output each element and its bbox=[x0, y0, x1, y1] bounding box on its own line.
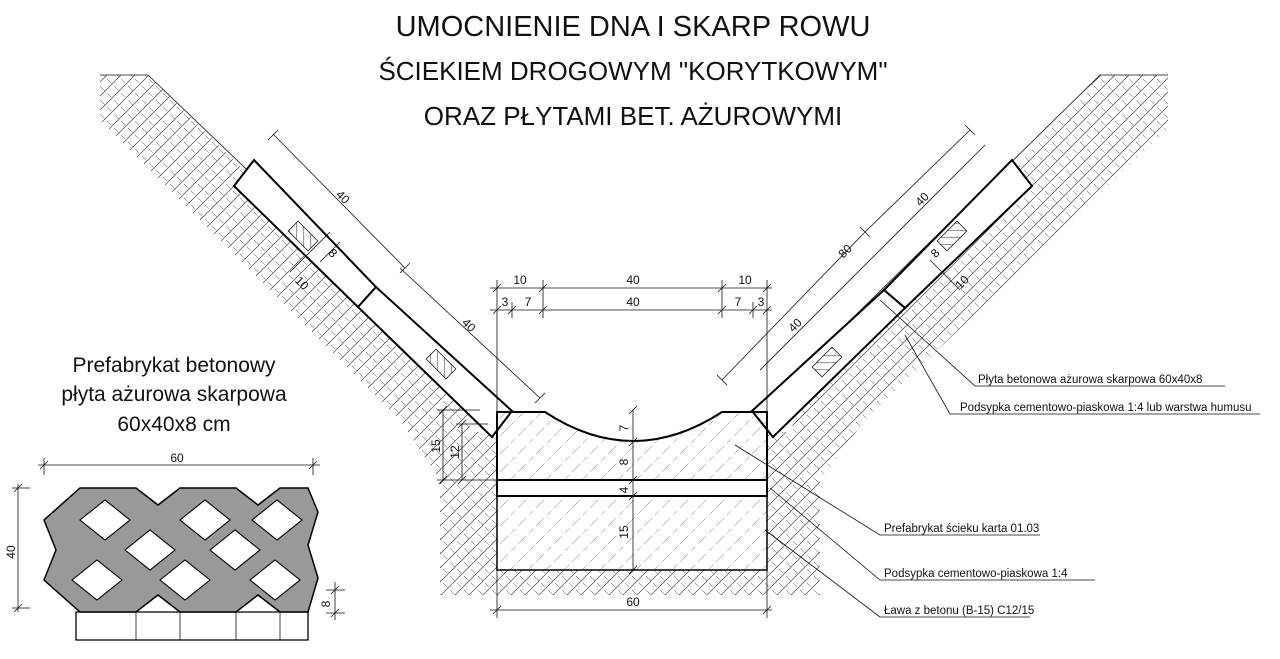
dim-vert-8: 8 bbox=[617, 458, 631, 465]
dim-right-slope-80: 80 bbox=[835, 241, 855, 261]
dim-sub-right-3: 3 bbox=[758, 295, 765, 309]
panel-title-line-3: 60x40x8 cm bbox=[117, 413, 230, 436]
right-slope-plates bbox=[750, 158, 1034, 439]
dim-right-slope-40a: 40 bbox=[912, 189, 932, 209]
center-vertical-dimensions bbox=[628, 405, 638, 575]
left-vertical-dimensions bbox=[437, 405, 497, 485]
dim-left-slope-40b: 40 bbox=[459, 315, 479, 335]
panel-dim-60: 60 bbox=[170, 451, 184, 465]
dim-vert-4: 4 bbox=[617, 486, 631, 493]
panel-thickness-dimension bbox=[326, 582, 345, 620]
dim-sub-left-3: 3 bbox=[502, 295, 509, 309]
top-dimensions bbox=[490, 280, 772, 412]
bottom-dimension bbox=[490, 570, 772, 618]
dim-left-slope-40a: 40 bbox=[333, 187, 353, 207]
dim-sub-left-7: 7 bbox=[525, 295, 532, 309]
dim-bottom-60: 60 bbox=[626, 595, 640, 609]
dim-left-12: 12 bbox=[448, 445, 462, 459]
dim-top-mid-40: 40 bbox=[626, 273, 640, 287]
title-line-1: UMOCNIENIE DNA I SKARP ROWU bbox=[396, 11, 871, 43]
dim-left-15: 15 bbox=[429, 439, 443, 453]
grass-paver-plate bbox=[43, 487, 319, 641]
callout-leaders bbox=[734, 299, 1260, 618]
panel-dim-8: 8 bbox=[319, 600, 333, 607]
panel-dim-40: 40 bbox=[4, 545, 18, 559]
right-slope-dimensions bbox=[716, 124, 986, 386]
panel-title-line-2: płyta ażurowa skarpowa bbox=[61, 383, 287, 406]
panel-height-dimension bbox=[12, 483, 30, 613]
dim-sub-mid-40: 40 bbox=[626, 295, 640, 309]
title-line-2: ŚCIEKIEM DROGOWYM "KORYTKOWYM" bbox=[378, 56, 887, 86]
dim-vert-15: 15 bbox=[617, 525, 631, 539]
panel-title-line-1: Prefabrykat betonowy bbox=[72, 354, 276, 377]
concrete-bench bbox=[496, 495, 768, 571]
panel-width-dimension bbox=[38, 458, 320, 475]
callout-lawa: Ława z betonu (B-15) C12/15 bbox=[884, 605, 1034, 617]
soil-hatch bbox=[100, 75, 1168, 595]
dim-right-slope-40b: 40 bbox=[785, 315, 805, 335]
title-line-3: ORAZ PŁYTAMI BET. AŻUROWYMI bbox=[424, 101, 842, 131]
callout-podsypka: Podsypka cementowo-piaskowa 1:4 bbox=[884, 568, 1068, 580]
callout-prefabrykat: Prefabrykat ścieku karta 01.03 bbox=[884, 523, 1039, 535]
callout-plyta: Płyta betonowa ażurowa skarpowa 60x40x8 bbox=[978, 374, 1202, 386]
dim-vert-7: 7 bbox=[617, 424, 631, 431]
channel-prefab bbox=[496, 411, 768, 481]
callout-podsypka-humus: Podsypka cementowo-piaskowa 1:4 lub wars… bbox=[960, 402, 1251, 414]
left-slope-dimensions bbox=[267, 129, 546, 404]
sand-bedding bbox=[496, 479, 768, 497]
dim-top-right-10: 10 bbox=[738, 273, 752, 287]
dim-top-left-10: 10 bbox=[513, 273, 527, 287]
left-slope-plates bbox=[232, 158, 514, 439]
dim-sub-right-7: 7 bbox=[735, 295, 742, 309]
